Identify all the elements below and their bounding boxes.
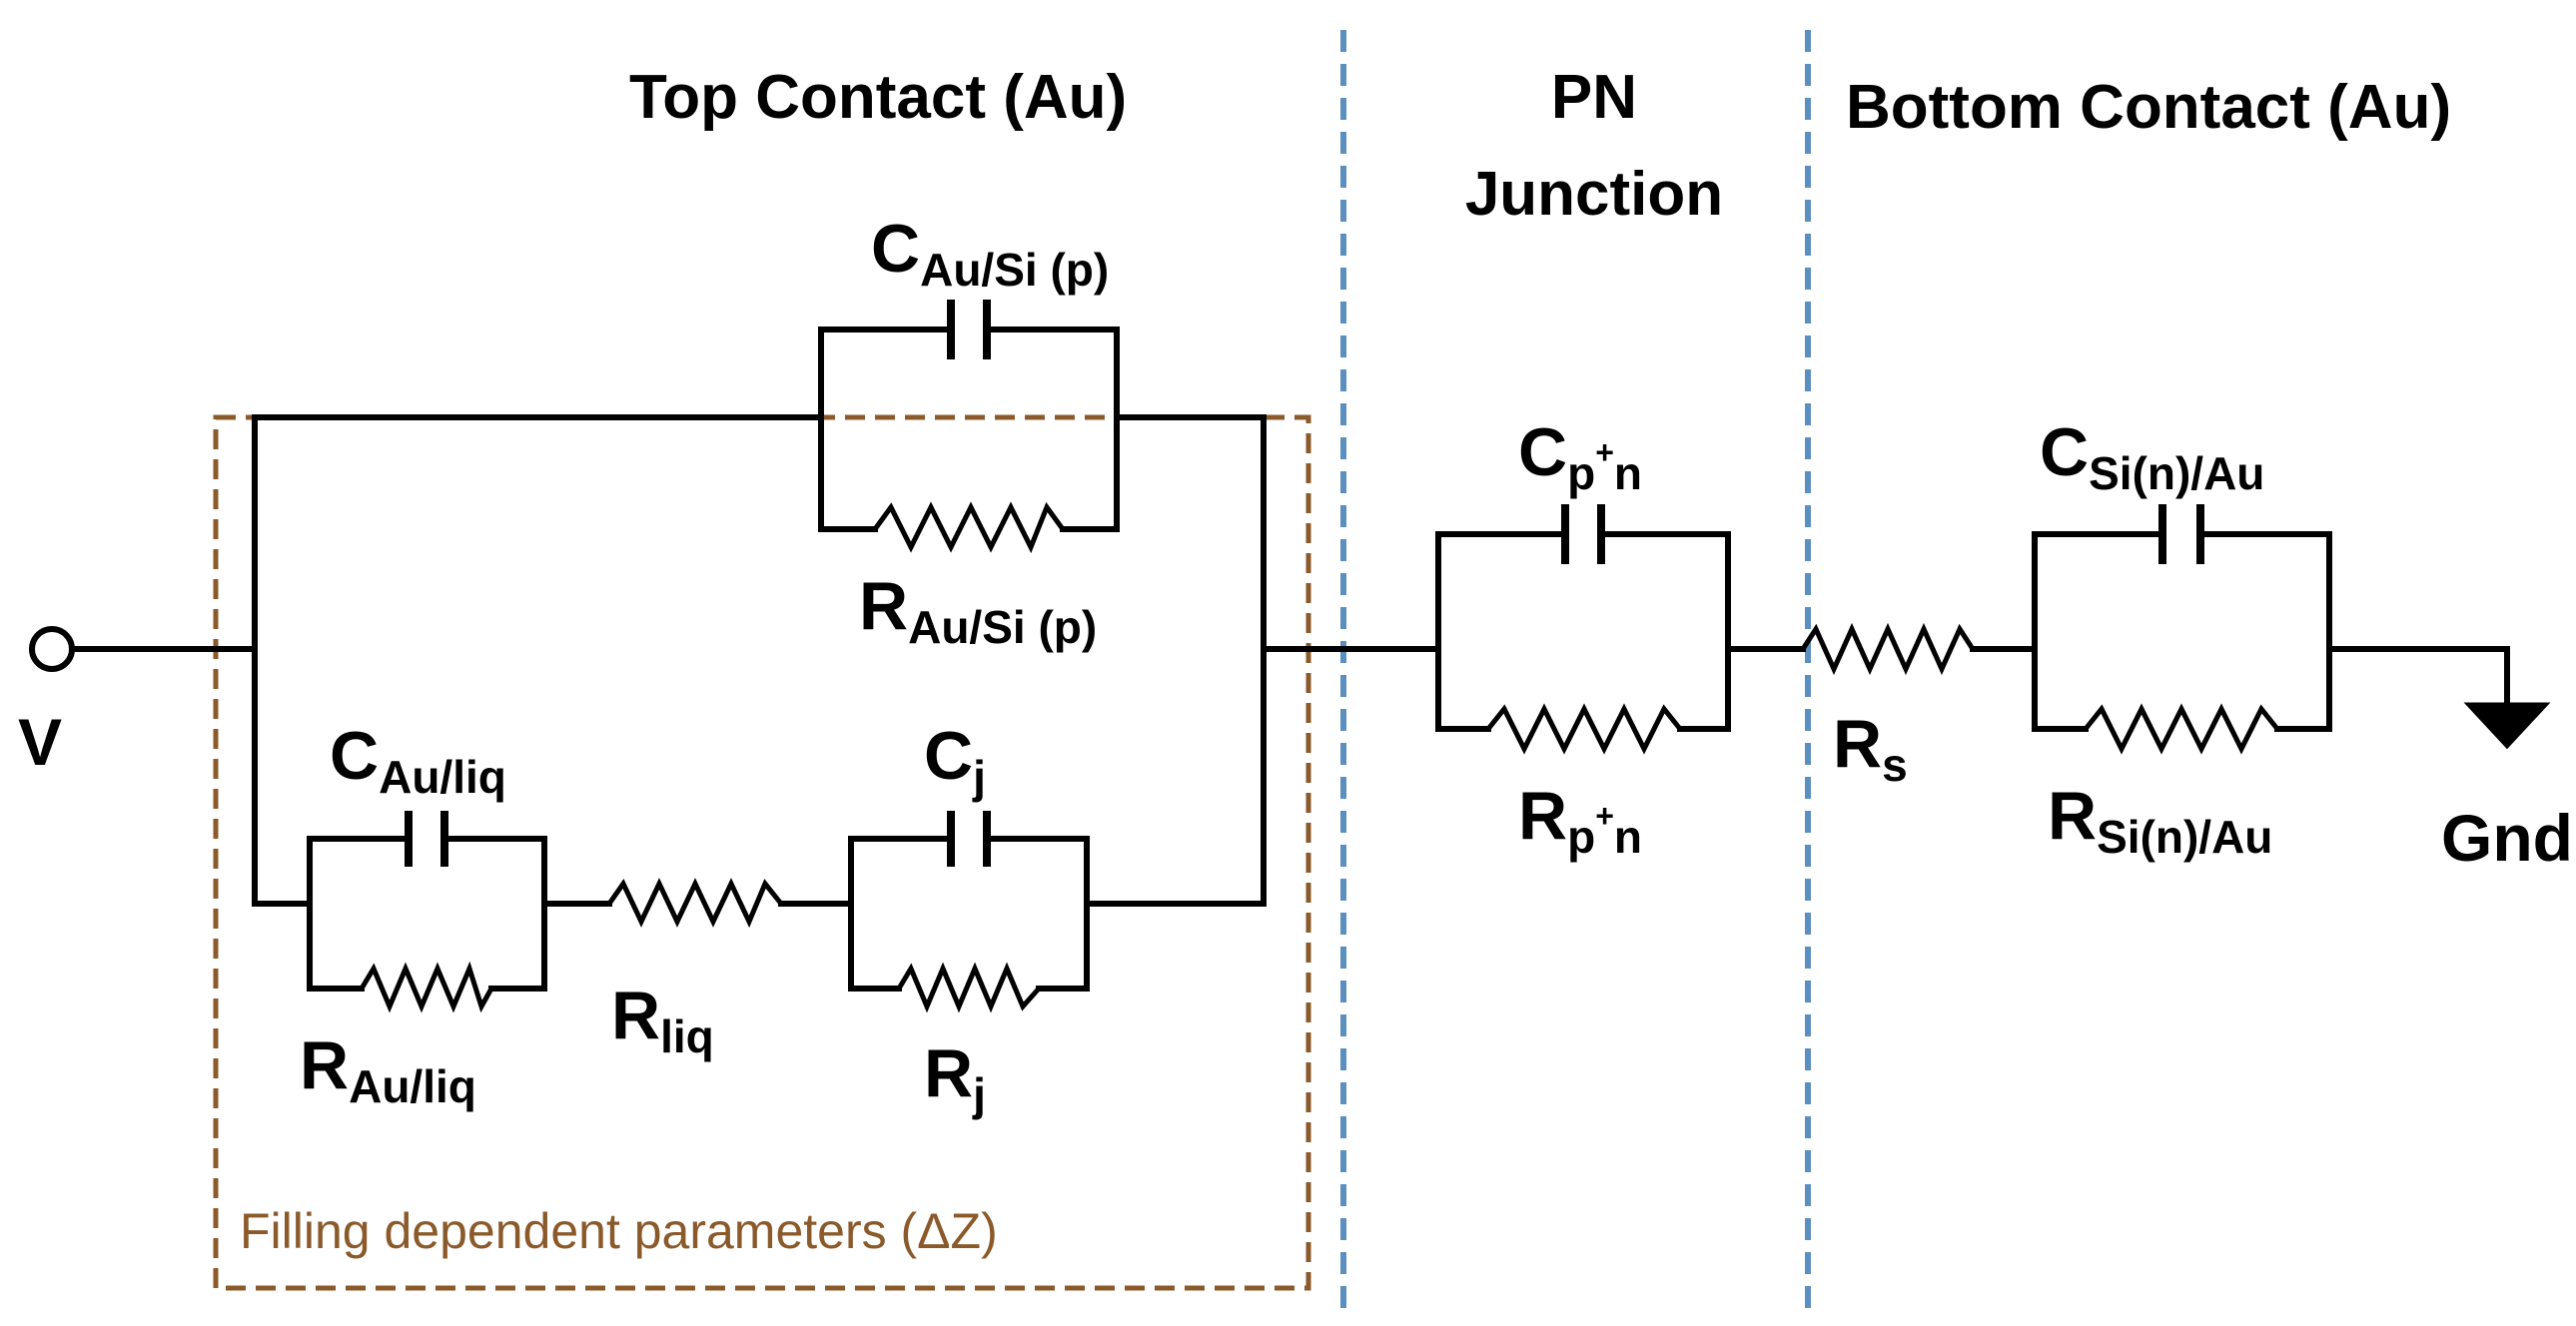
v-terminal bbox=[29, 626, 75, 672]
label-c-si-n-au: CSi(n)/Au bbox=[2040, 414, 2264, 499]
section-pn-line1: PN bbox=[1551, 63, 1637, 132]
bottom-contact-wiring bbox=[1970, 531, 2510, 732]
gnd-label: Gnd bbox=[2441, 801, 2573, 875]
resistor-r-au-liq bbox=[359, 961, 494, 1013]
capacitor-c-j bbox=[947, 811, 991, 867]
section-top-contact: Top Contact (Au) bbox=[629, 63, 1127, 132]
capacitor-c-au-liq bbox=[405, 811, 448, 867]
ground-symbol bbox=[2463, 702, 2551, 750]
top-contact-wiring bbox=[69, 327, 1441, 992]
capacitor-c-si-n-au bbox=[2158, 504, 2204, 564]
label-r-pn: Rp+n bbox=[1518, 778, 1642, 863]
capacitor-c-au-si-p bbox=[947, 300, 991, 359]
resistor-r-liq bbox=[606, 878, 783, 929]
section-bottom-contact: Bottom Contact (Au) bbox=[1846, 73, 2451, 142]
label-c-j: Cj bbox=[924, 718, 986, 803]
label-r-au-si-p: RAu/Si (p) bbox=[859, 568, 1097, 653]
label-r-au-liq: RAu/liq bbox=[300, 1027, 476, 1112]
resistor-r-pn bbox=[1486, 703, 1682, 755]
label-r-si-n-au: RSi(n)/Au bbox=[2048, 778, 2272, 863]
label-r-liq: Rliq bbox=[611, 978, 714, 1062]
resistor-r-si-n-au bbox=[2084, 703, 2279, 755]
section-pn-line2: Junction bbox=[1465, 160, 1723, 229]
capacitor-c-pn bbox=[1561, 504, 1605, 564]
resistor-r-j bbox=[896, 962, 1041, 1013]
label-c-au-si-p: CAu/Si (p) bbox=[871, 211, 1109, 296]
label-r-j: Rj bbox=[924, 1035, 986, 1120]
label-r-s: Rs bbox=[1833, 706, 1908, 791]
resistor-r-s bbox=[1800, 622, 1976, 676]
filling-dependent-box bbox=[213, 414, 1311, 1291]
label-c-pn: Cp+n bbox=[1518, 414, 1642, 499]
pn-junction-wiring bbox=[1435, 531, 1806, 732]
label-c-au-liq: CAu/liq bbox=[330, 718, 506, 803]
resistor-r-au-si-p bbox=[872, 501, 1066, 554]
filling-box-label: Filling dependent parameters (ΔZ) bbox=[240, 1203, 998, 1259]
v-label: V bbox=[18, 705, 62, 779]
